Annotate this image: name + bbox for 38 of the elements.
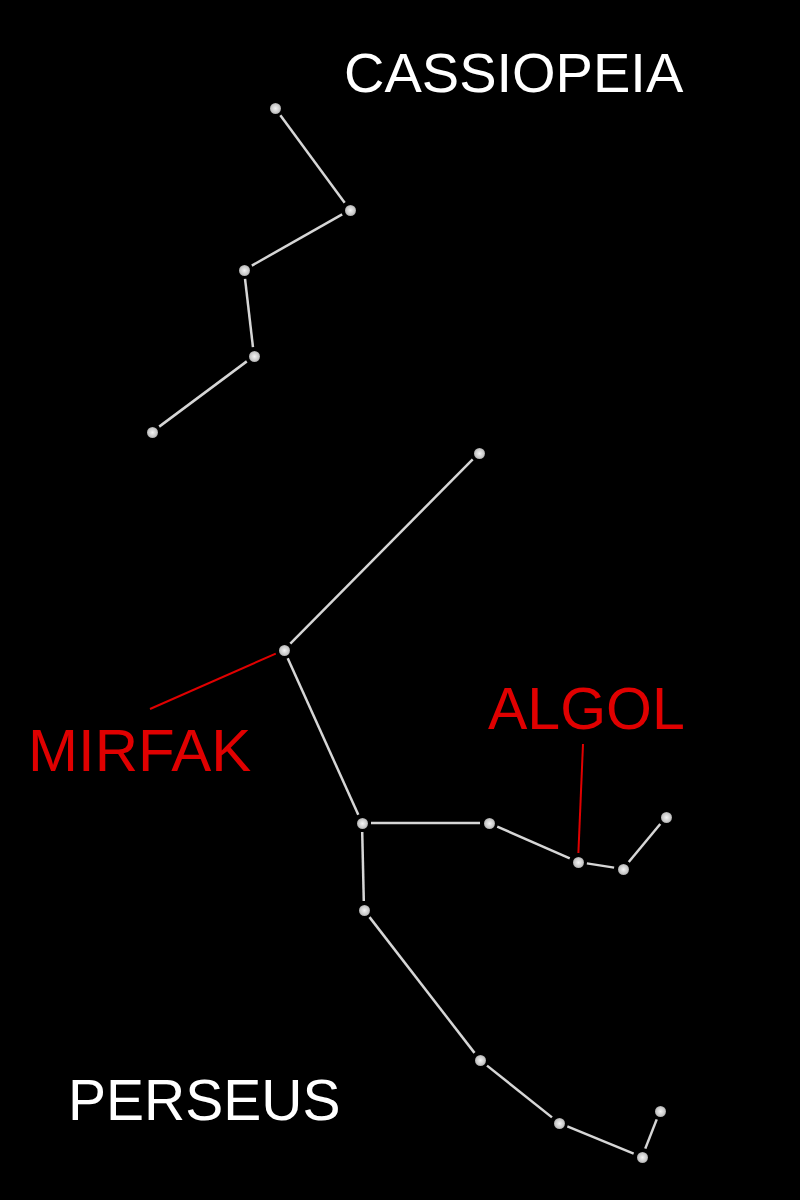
constellation-line: [279, 114, 346, 204]
constellation-line: [286, 657, 360, 816]
star-dot: [660, 811, 672, 823]
star-dot: [617, 863, 629, 875]
star-dot: [344, 204, 356, 216]
star-dot: [473, 447, 485, 459]
star-dot: [278, 644, 290, 656]
star-dot: [572, 856, 584, 868]
star-dot: [553, 1117, 565, 1129]
constellation-line: [289, 458, 474, 645]
constellation-line: [251, 213, 343, 267]
constellation-line: [496, 825, 571, 860]
leader-line: [577, 743, 584, 854]
constellation-line: [243, 278, 255, 348]
constellation-line: [360, 831, 366, 902]
star-dot: [654, 1105, 666, 1117]
star-dot: [238, 264, 250, 276]
constellation-line: [566, 1125, 635, 1155]
star-name: ALGOL: [488, 680, 685, 739]
constellation-line: [158, 360, 248, 428]
star-dot: [356, 817, 368, 829]
constellation-line: [586, 862, 615, 869]
constellation-line: [486, 1064, 553, 1119]
star-dot: [358, 904, 370, 916]
star-dot: [474, 1054, 486, 1066]
constellation-line: [627, 823, 662, 863]
star-dot: [146, 426, 158, 438]
constellation-name: CASSIOPEIA: [344, 45, 684, 101]
constellation-line: [368, 916, 476, 1054]
star-dot: [269, 102, 281, 114]
constellation-name: PERSEUS: [68, 1072, 341, 1129]
star-dot: [248, 350, 260, 362]
star-dot: [483, 817, 495, 829]
star-name: MIRFAK: [28, 721, 252, 781]
leader-line: [149, 652, 277, 710]
constellation-line: [644, 1118, 658, 1150]
star-dot: [636, 1151, 648, 1163]
constellation-line: [371, 821, 480, 825]
